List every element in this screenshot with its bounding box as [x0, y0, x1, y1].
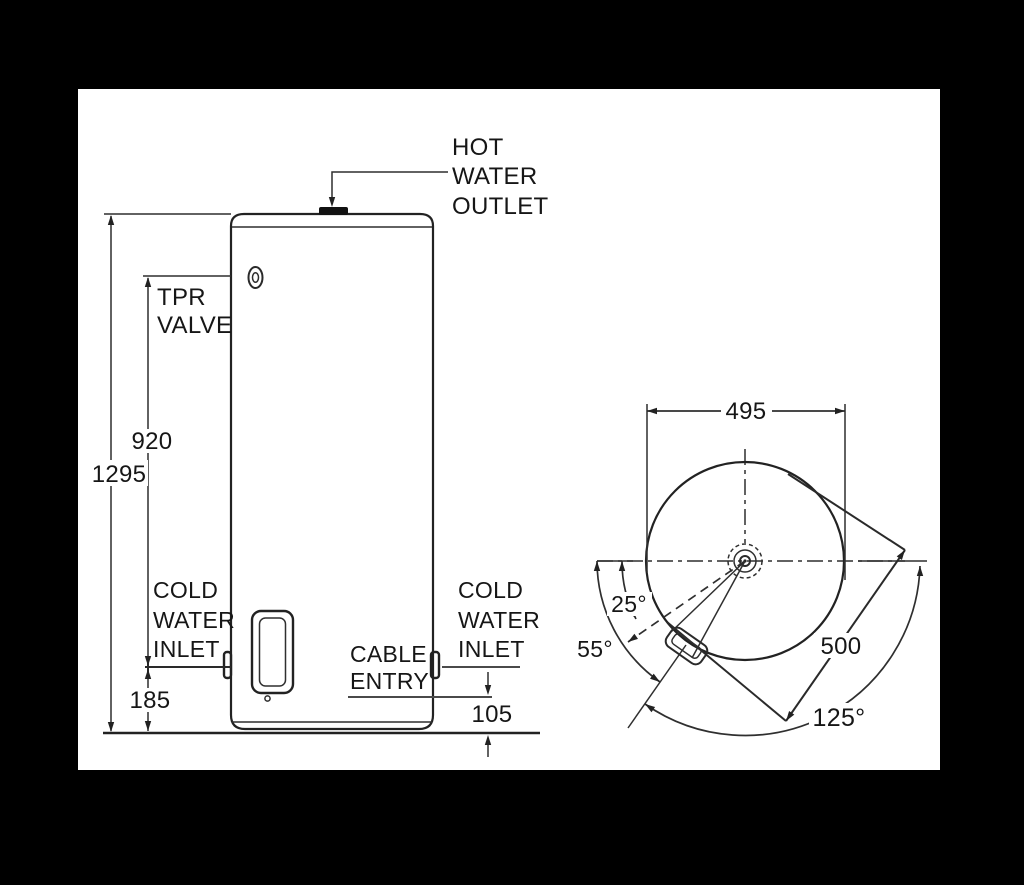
dim-500: 500: [821, 633, 862, 660]
arrow-hot-outlet: [328, 197, 336, 207]
side-view: HOT WATER OUTLET TPR VALVE COLD WATER IN…: [92, 134, 549, 757]
radial-25-dashed: [627, 560, 746, 643]
hot-water-outlet-label-3: OUTLET: [452, 193, 549, 220]
plan-tpr-fitting: [664, 626, 709, 666]
arrow-radial-25: [628, 633, 638, 642]
arrow-55-end: [650, 673, 660, 682]
cold-inlet-right-label-3: INLET: [458, 636, 525, 662]
hot-outlet-leader: [331, 171, 448, 204]
tpr-valve-label-1: TPR: [157, 284, 206, 311]
dim-920: 920: [132, 428, 173, 455]
dim-495: 495: [726, 398, 767, 425]
gap-185: [128, 688, 173, 712]
access-panel: [250, 609, 295, 695]
plan-tpr-fitting-inner: [671, 633, 702, 659]
outlet-circle-mid: [733, 549, 757, 573]
panel-screw: [264, 695, 271, 702]
arrow-25-start: [618, 561, 626, 571]
cold-inlet-right-label-1: COLD: [458, 577, 523, 603]
cable-entry-stub: [429, 650, 441, 680]
radial-to-fitting-b: [691, 560, 746, 659]
radial-to-fitting-a: [670, 560, 746, 633]
outlet-circle-dashed: [727, 543, 763, 579]
tpr-valve-icon-inner: [251, 271, 260, 284]
cold-inlet-stub: [222, 650, 233, 680]
corner-wall-line-1: [787, 473, 906, 551]
dim-105: 105: [472, 701, 513, 728]
arrow-920-bottom: [144, 656, 152, 666]
arrow-105-top: [484, 685, 492, 695]
arrow-125-left: [645, 704, 656, 713]
angle-125-label: 125°: [813, 704, 866, 732]
gap-25: [607, 592, 652, 616]
outlet-circle-inner: [739, 555, 751, 567]
dim-185: 185: [130, 687, 171, 714]
gap-495: [721, 399, 772, 424]
hot-water-outlet-label-2: WATER: [452, 163, 538, 190]
arrow-500-top: [896, 550, 905, 560]
tpr-valve-label-2: VALVE: [157, 312, 232, 339]
plan-view: 495 500 25° 55° 125°: [577, 398, 927, 737]
hot-outlet-boss: [319, 207, 348, 215]
angle-55-label: 55°: [577, 636, 613, 662]
arrow-125-right: [916, 566, 924, 576]
arrow-1295-bottom: [107, 722, 115, 732]
arrow-495-right: [835, 407, 845, 415]
cable-entry-label-1: CABLE: [350, 641, 427, 667]
tank-plan-circle: [644, 460, 846, 662]
arc-55: [596, 560, 661, 683]
gap-920: [130, 429, 175, 453]
cold-inlet-left-label-2: WATER: [153, 607, 235, 633]
arrow-1295-top: [107, 215, 115, 225]
paper: [78, 89, 940, 770]
angle-25-label: 25°: [611, 591, 647, 617]
gap-1295: [92, 460, 148, 486]
tpr-valve-icon: [247, 266, 264, 289]
tank-outline: [229, 212, 435, 731]
plan-tpr-fitting-outer: [664, 626, 709, 666]
cold-inlet-left-label-1: COLD: [153, 577, 218, 603]
gap-500: [814, 633, 869, 658]
hot-water-outlet-label-1: HOT: [452, 134, 504, 161]
radial-55-extension: [627, 644, 687, 729]
dim-1295: 1295: [92, 461, 147, 488]
gap-125: [809, 703, 870, 730]
cold-inlet-left-label-3: INLET: [153, 636, 220, 662]
arrow-500-bottom: [786, 711, 795, 721]
cable-entry-label-2: ENTRY: [350, 668, 429, 694]
access-panel-inner: [258, 617, 287, 687]
arrow-495-left: [647, 407, 657, 415]
arrow-55-start: [593, 561, 601, 571]
arrow-185-top: [144, 669, 152, 679]
cold-inlet-right-label-2: WATER: [458, 607, 540, 633]
arrow-105-bottom: [484, 735, 492, 745]
arrow-185-bottom: [144, 721, 152, 731]
arrow-920-top: [144, 277, 152, 287]
